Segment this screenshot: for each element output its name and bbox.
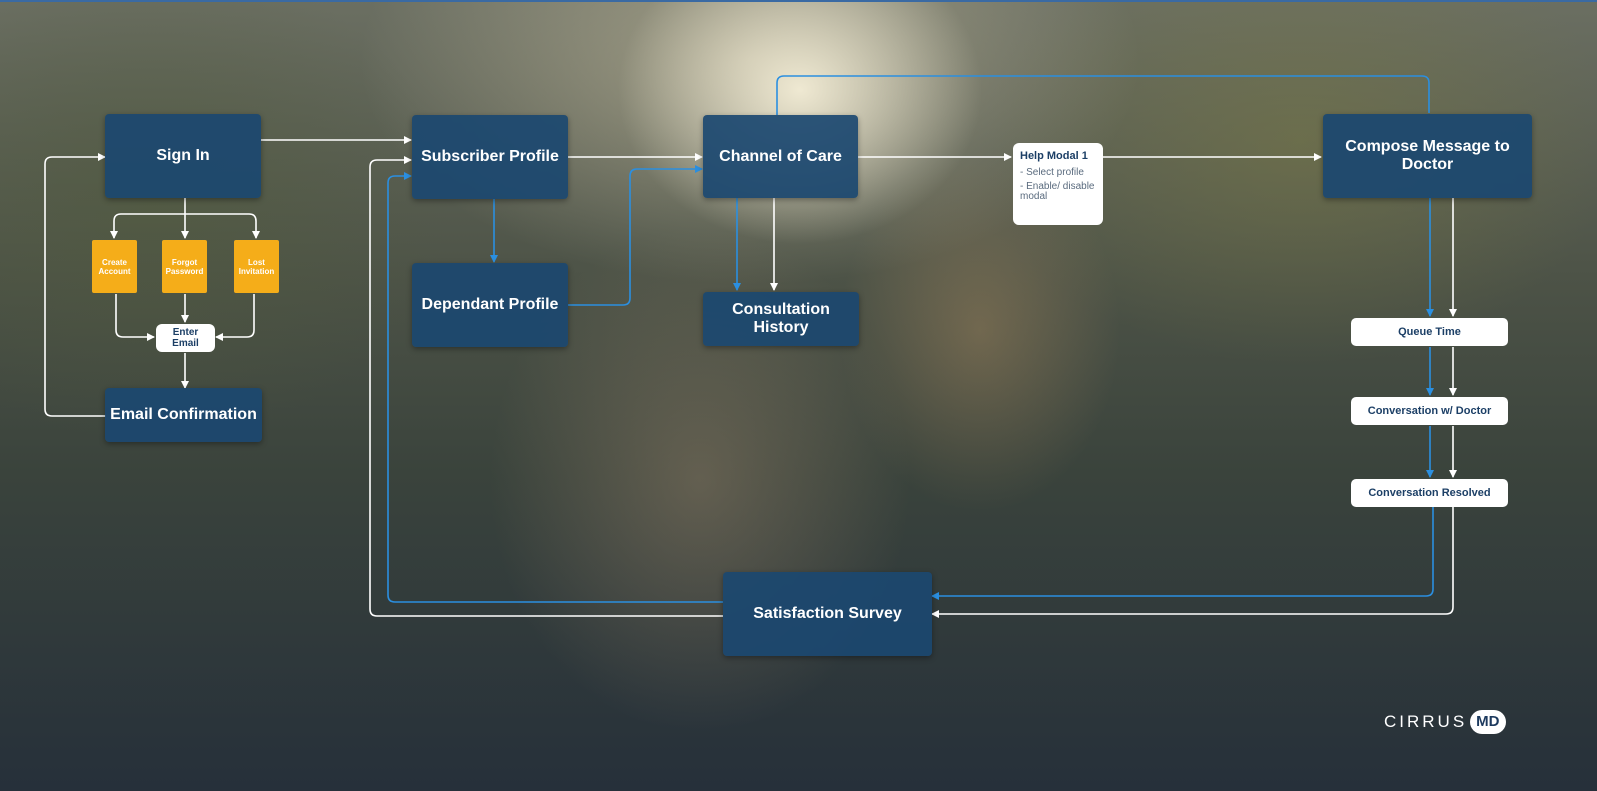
node-email-confirmation: Email Confirmation	[105, 388, 262, 442]
edge-split-to-lost	[185, 213, 260, 239]
edge-resolved-to-survey-blue	[931, 507, 1434, 600]
edge-dependant-to-channel	[568, 165, 703, 306]
edge-survey-to-subscriber-white	[369, 156, 723, 617]
node-satisfaction-survey: Satisfaction Survey	[723, 572, 932, 656]
edge-split-to-create	[110, 213, 185, 239]
node-sign-in: Sign In	[105, 114, 261, 198]
node-conversation-resolved: Conversation Resolved	[1351, 479, 1508, 507]
node-forgot-password: Forgot Password	[162, 240, 207, 293]
logo-text: CIRRUS	[1384, 712, 1468, 731]
cirrusmd-logo: CIRRUS MD	[1384, 708, 1506, 736]
node-create-account: Create Account	[92, 240, 137, 293]
node-help-modal: Help Modal 1 - Select profile - Enable/ …	[1013, 143, 1103, 225]
edge-lost-to-email	[215, 294, 255, 341]
edge-survey-to-subscriber-blue	[387, 172, 723, 603]
node-conversation-doctor: Conversation w/ Doctor	[1351, 397, 1508, 425]
edge-resolved-to-survey-white	[931, 507, 1454, 618]
node-dependant-profile: Dependant Profile	[412, 263, 568, 347]
node-lost-invitation: Lost Invitation	[234, 240, 279, 293]
edge-channel-to-compose-blue	[776, 75, 1430, 115]
node-queue-time: Queue Time	[1351, 318, 1508, 346]
help-modal-item: - Enable/ disable modal	[1020, 181, 1095, 202]
node-subscriber-profile: Subscriber Profile	[412, 115, 568, 199]
node-consultation-history: Consultation History	[703, 292, 859, 346]
node-compose-message: Compose Message to Doctor	[1323, 114, 1532, 198]
logo-badge: MD	[1470, 710, 1506, 734]
help-modal-item: - Select profile	[1020, 167, 1084, 178]
edge-confirmation-to-signin	[44, 153, 106, 417]
help-modal-title: Help Modal 1	[1020, 150, 1088, 162]
node-channel-of-care: Channel of Care	[703, 115, 858, 198]
node-enter-email: Enter Email	[156, 324, 215, 352]
edge-create-to-email	[115, 294, 155, 341]
